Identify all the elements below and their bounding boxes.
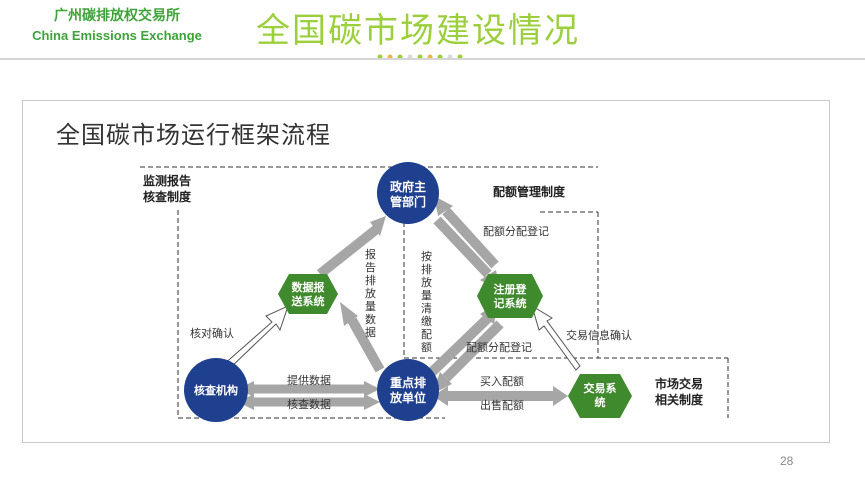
hollow-arrows: [221, 304, 581, 371]
node-registry-line2: 记系统: [494, 296, 527, 310]
svg-text:额: 额: [421, 341, 432, 354]
node-gov-line1: 政府主: [390, 179, 426, 194]
node-reporting-system: 数据报 送系统: [278, 274, 338, 314]
arrow-gov-to-registry: [433, 216, 492, 278]
node-trading-line2: 统: [595, 395, 606, 409]
flow-arrows: [254, 207, 553, 407]
svg-text:告: 告: [365, 261, 376, 274]
node-verifier: 核查机构: [184, 358, 248, 422]
label-verify-confirm: 核对确认: [190, 326, 234, 340]
label-sell-quota: 出售配额: [480, 398, 524, 412]
label-quota-alloc-2: 配额分配登记: [466, 340, 532, 354]
node-gov-line2: 管部门: [390, 194, 426, 209]
zone-label-mrv-2: 核查制度: [143, 189, 192, 204]
label-surrender-vertical: 按排放 量清缴 配额: [421, 249, 432, 354]
arrow-labels: 核对确认 提供数据 核查数据 配额分配登记 配额分配登记 交易信息确认 买入配额…: [190, 224, 632, 412]
node-emitter: 重点排 放单位: [377, 359, 439, 421]
node-emitter-line2: 放单位: [389, 390, 426, 405]
zone-label-market-1: 市场交易: [655, 376, 703, 391]
svg-text:缴: 缴: [421, 314, 432, 328]
label-quota-alloc-1: 配额分配登记: [483, 224, 549, 238]
node-registry-system: 注册登 记系统: [477, 274, 543, 318]
svg-text:量: 量: [365, 300, 376, 313]
arrow-registry-to-emitter: [442, 320, 504, 382]
svg-text:放: 放: [421, 275, 432, 289]
zone-label-market-2: 相关制度: [655, 392, 704, 407]
arrow-emitter-to-reporting: [347, 317, 385, 373]
label-verify-data: 核查数据: [287, 397, 331, 411]
svg-text:排: 排: [365, 273, 376, 287]
svg-text:据: 据: [365, 325, 376, 339]
node-verifier-label: 核查机构: [194, 383, 238, 397]
node-trading-system: 交易系 统: [568, 374, 632, 418]
node-trading-line1: 交易系: [584, 381, 617, 395]
svg-text:量: 量: [421, 289, 432, 302]
svg-text:配: 配: [421, 328, 432, 341]
svg-text:数: 数: [365, 313, 376, 326]
logo-cn-text: 广州碳排放权交易所: [54, 8, 180, 24]
logo-en-text: China Emissions Exchange: [32, 28, 202, 43]
node-registry-line1: 注册登: [494, 282, 528, 296]
diagram-title: 全国碳市场运行框架流程: [56, 121, 331, 149]
svg-text:清: 清: [421, 302, 432, 315]
arrow-emitter-to-registry: [428, 314, 492, 376]
arrow-reporting-to-gov: [316, 224, 382, 278]
label-buy-quota: 买入配额: [480, 375, 524, 388]
label-provide-data: 提供数据: [287, 373, 331, 387]
title-divider: [0, 58, 865, 60]
node-gov: 政府主 管部门: [377, 162, 439, 224]
svg-text:排: 排: [421, 262, 432, 276]
node-reporting-line1: 数据报: [292, 280, 326, 294]
svg-text:报: 报: [365, 247, 376, 261]
page-number: 28: [780, 454, 794, 468]
zone-label-quota: 配额管理制度: [493, 184, 566, 199]
arrow-trading-to-registry: [531, 304, 581, 371]
node-reporting-line2: 送系统: [291, 294, 325, 308]
exchange-logo: 广州碳排放权交易所 China Emissions Exchange: [6, 7, 228, 45]
arrow-registry-to-gov: [442, 207, 499, 269]
node-emitter-line1: 重点排: [390, 375, 426, 390]
arrow-verifier-to-reporting: [221, 305, 289, 371]
label-trade-confirm: 交易信息确认: [566, 328, 632, 342]
svg-text:放: 放: [365, 286, 376, 300]
slide-title: 全国碳市场建设情况: [256, 11, 580, 51]
svg-text:按: 按: [421, 249, 432, 263]
zone-label-mrv-1: 监测报告: [143, 173, 191, 188]
